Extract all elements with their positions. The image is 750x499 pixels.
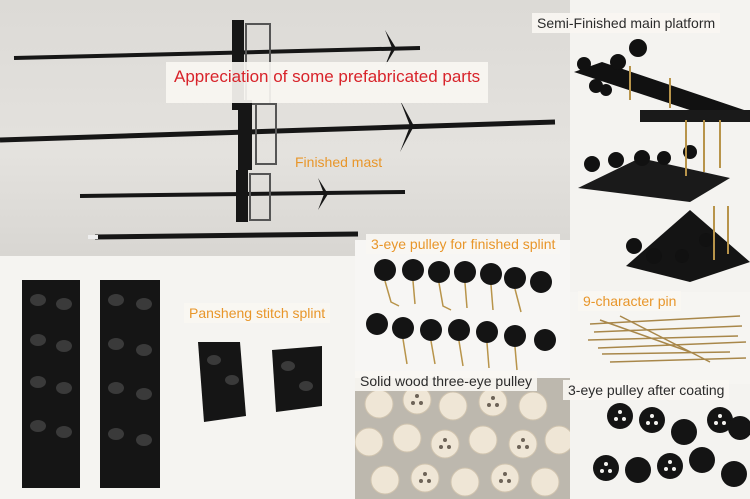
masts-illustration [0, 20, 556, 240]
wood-pulley-photo [355, 378, 570, 499]
page-title: Appreciation of some prefabricated parts [166, 62, 489, 103]
coated-pulley-illustration [593, 403, 750, 487]
splint-illustration [22, 280, 322, 488]
splint-photo [0, 256, 355, 499]
caption-three-eye-pulley-splint: 3-eye pulley for finished splint [366, 234, 561, 254]
wood-pulley-illustration [355, 385, 570, 497]
masts-photo [0, 0, 570, 256]
caption-solid-wood-pulley: Solid wood three-eye pulley [355, 371, 537, 391]
caption-semi-finished-platform: Semi-Finished main platform [532, 13, 721, 33]
caption-nine-char-pin: 9-character pin [578, 291, 682, 311]
platform-illustration [574, 39, 750, 282]
caption-pansheng-splint: Pansheng stitch splint [184, 303, 331, 323]
pulley-splint-photo [355, 240, 570, 390]
pins-photo [570, 292, 750, 384]
caption-pulley-after-coating: 3-eye pulley after coating [563, 380, 730, 400]
caption-finished-mast: Finished mast [295, 154, 383, 170]
pins-illustration [587, 315, 747, 363]
platform-photo [570, 0, 750, 292]
coated-pulley-photo [570, 384, 750, 499]
pulley-splint-illustration [366, 259, 556, 371]
